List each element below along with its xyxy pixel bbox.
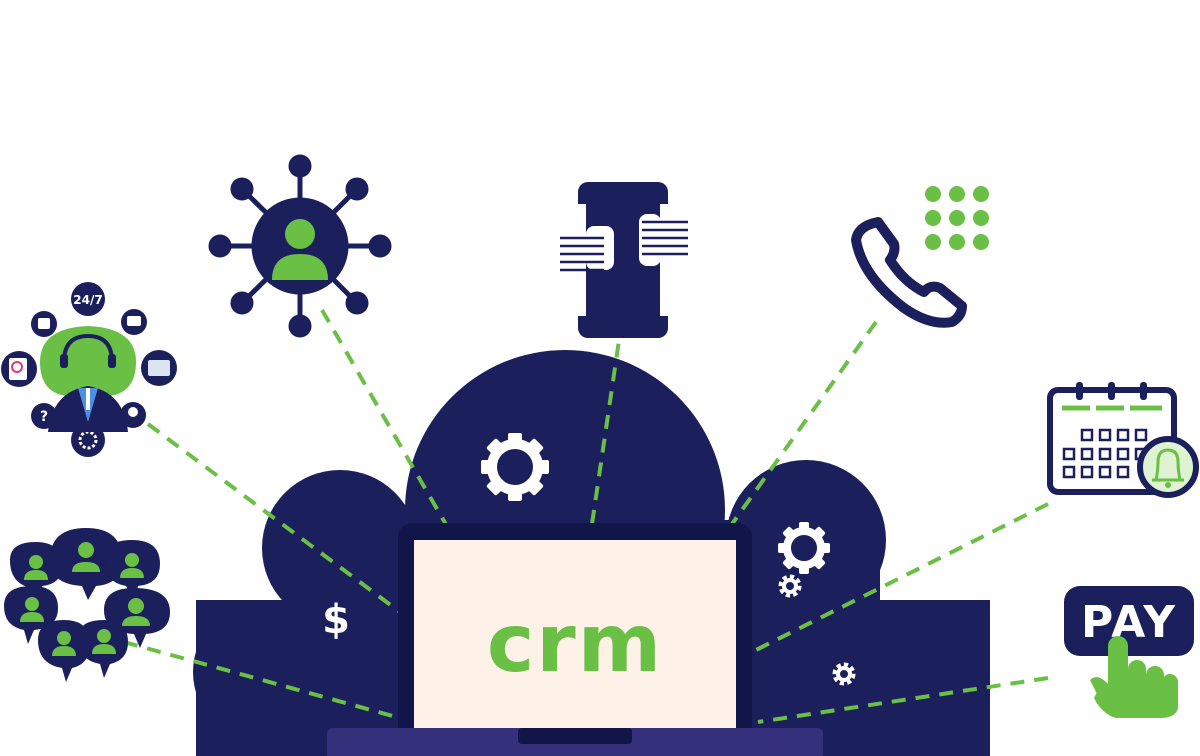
screen-title: crm <box>487 597 663 690</box>
hours-badge: 24/7 <box>73 293 102 307</box>
support-agent-icon: 24/7 ? <box>1 282 177 457</box>
laptop-icon: crm <box>327 523 823 756</box>
customer-group-icon <box>4 528 170 682</box>
help-icon: ? <box>40 409 48 425</box>
chat-icon <box>127 316 141 326</box>
calendar-bell-icon <box>1050 382 1196 495</box>
like-icon <box>38 318 50 329</box>
network-user-icon <box>209 155 391 337</box>
dollar-icon: $ <box>322 597 350 643</box>
inbox-icon <box>148 360 170 376</box>
telephone-keypad-icon <box>856 186 989 323</box>
laptop-notch <box>518 728 632 744</box>
user-icon <box>128 407 138 417</box>
pay-label: PAY <box>1081 597 1177 648</box>
phone-chat-icon <box>560 182 688 338</box>
pay-touch-icon: PAY <box>1064 586 1194 718</box>
